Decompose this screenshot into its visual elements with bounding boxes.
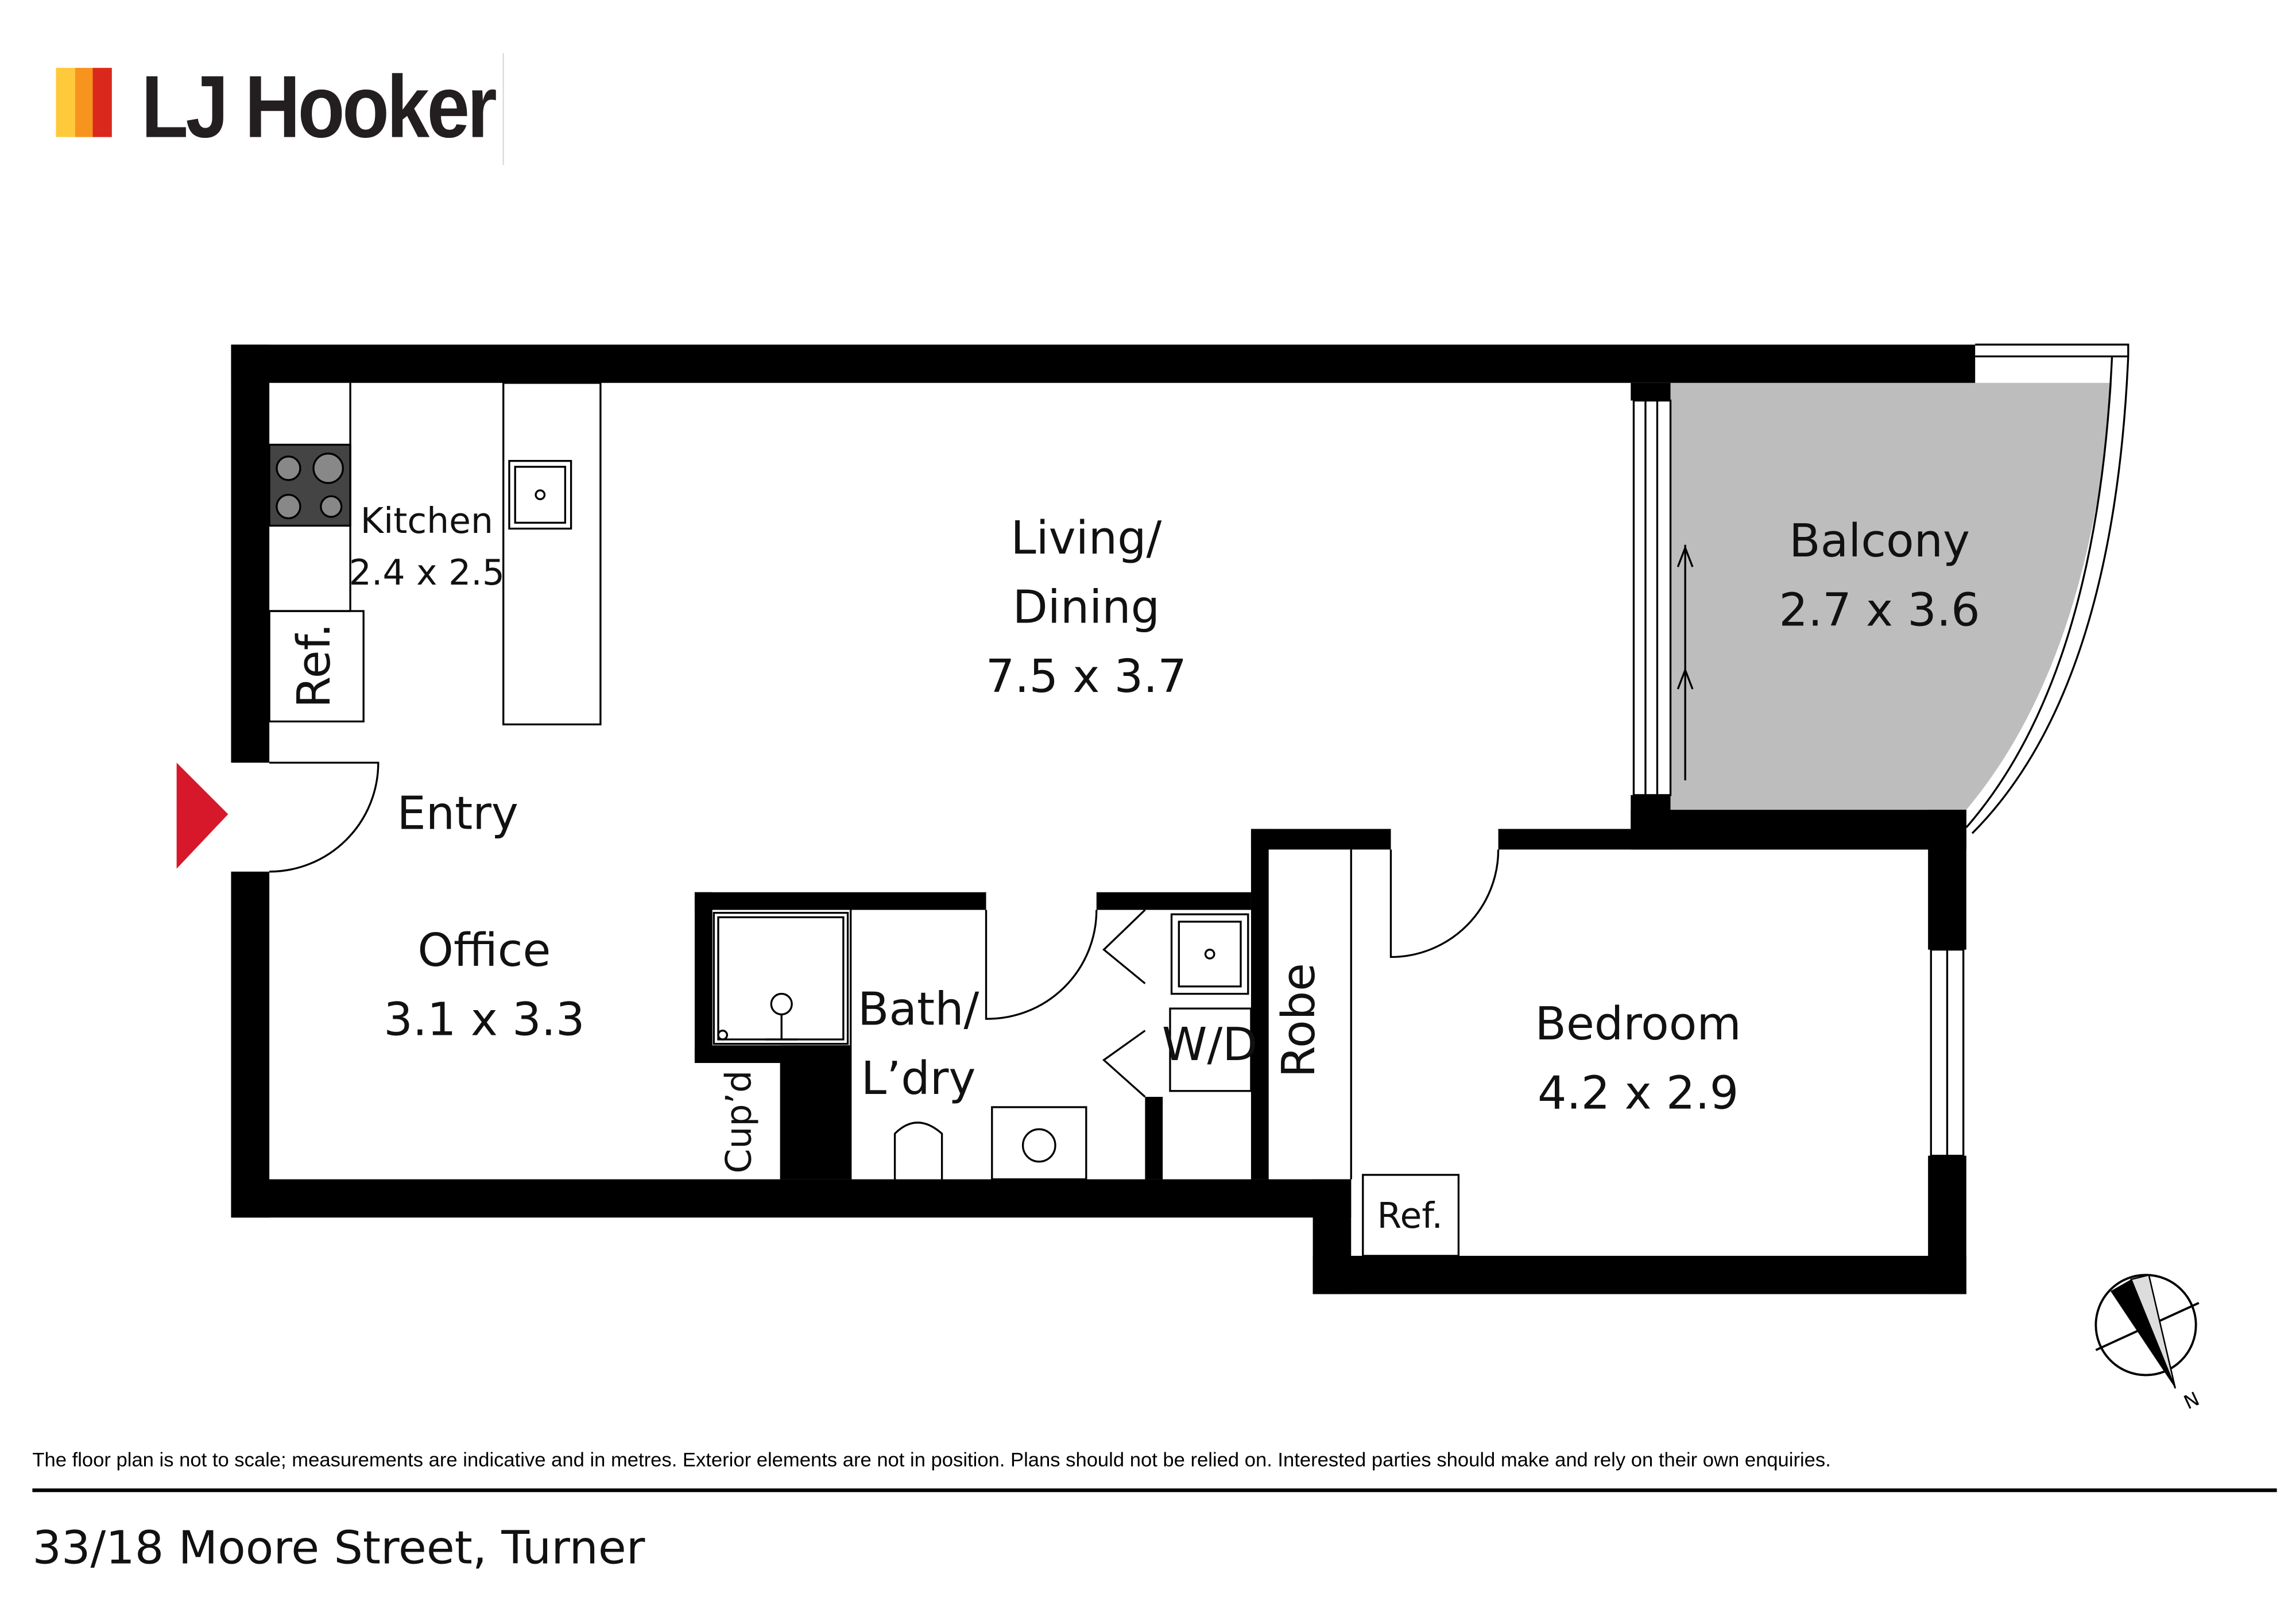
bath-label-2: L’dry <box>861 1051 976 1105</box>
balcony-rail <box>1965 343 2129 834</box>
disclaimer: The floor plan is not to scale; measurem… <box>32 1449 1830 1471</box>
kitchen-size: 2.4 x 2.5 <box>349 552 505 593</box>
robe-label: Robe <box>1272 963 1325 1078</box>
lj-hooker-logo: LJ Hooker <box>56 53 504 165</box>
balcony-area <box>1670 382 2112 810</box>
balcony-size: 2.7 x 3.6 <box>1779 583 1980 637</box>
svg-text:LJ Hooker: LJ Hooker <box>141 57 496 156</box>
office-label: Office <box>417 923 551 977</box>
bedroom-label: Bedroom <box>1535 997 1741 1050</box>
property-address: 33/18 Moore Street, Turner <box>32 1521 645 1575</box>
balcony-label: Balcony <box>1789 514 1970 567</box>
north-label: N <box>2181 1387 2203 1414</box>
kitchen-label: Kitchen <box>361 500 493 542</box>
bath-label-1: Bath/ <box>858 982 979 1035</box>
entry-marker <box>176 763 229 869</box>
office-size: 3.1 x 3.3 <box>384 992 584 1046</box>
bedroom-ref-label: Ref. <box>1377 1195 1443 1236</box>
entry-label: Entry <box>397 786 518 840</box>
washer-dryer-label: W/D <box>1162 1018 1258 1071</box>
bath-fixtures <box>713 849 1460 1257</box>
cupboard-label: Cup’d <box>718 1070 759 1174</box>
north-compass-icon: N <box>2094 1274 2203 1414</box>
living-label-2: Dining <box>1013 581 1160 634</box>
kitchen-ref-label: Ref. <box>287 623 340 708</box>
bedroom-size: 4.2 x 2.9 <box>1538 1066 1739 1120</box>
living-size: 7.5 x 3.7 <box>986 649 1187 703</box>
walls <box>231 345 1976 1294</box>
doors <box>269 761 1500 1098</box>
living-label-1: Living/ <box>1010 511 1161 564</box>
kitchen-fixtures <box>268 382 602 726</box>
windows <box>1632 399 1965 1157</box>
divider <box>32 1488 2277 1492</box>
